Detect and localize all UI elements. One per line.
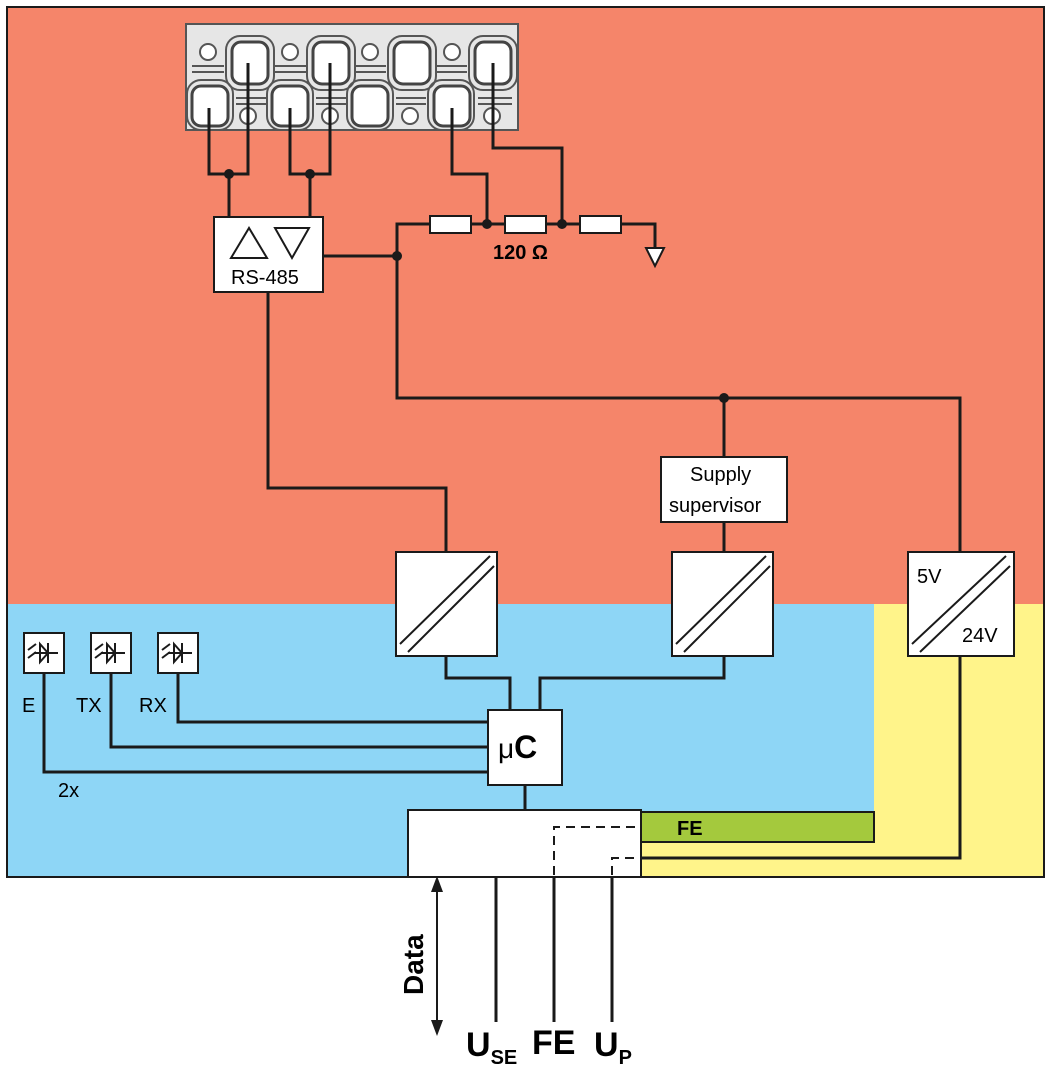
junction-dots: [224, 169, 729, 403]
rs485-label: RS-485: [231, 267, 299, 289]
microcontroller: μC: [487, 709, 563, 786]
isolator-2: [671, 551, 774, 657]
led-rx-wire: [176, 673, 488, 724]
red-zone: [7, 7, 1044, 604]
converter-in-label: 5V: [917, 566, 942, 588]
led-tx: [90, 632, 132, 674]
led-rx-label: RX: [139, 695, 167, 717]
fe-bar: [639, 811, 875, 843]
up-sub: P: [619, 1047, 632, 1069]
use-label: USE: [466, 1026, 517, 1069]
fe-label: FE: [532, 1024, 575, 1062]
supervisor-line1: Supply: [690, 464, 751, 486]
isolator-1: [395, 551, 498, 657]
supply-supervisor: Supply supervisor: [660, 456, 788, 523]
arrow-up-icon: [431, 876, 443, 892]
led-e-wire: [42, 673, 488, 774]
led-count-note: 2x: [58, 780, 79, 802]
micro-label: μC: [498, 729, 537, 765]
micro-c: C: [514, 729, 537, 765]
ground-icon: [644, 247, 666, 269]
led-e-label: E: [22, 695, 35, 717]
converter-out-label: 24V: [962, 625, 998, 647]
use-sub: SE: [491, 1047, 518, 1069]
dc-dc-converter: 5V 24V: [907, 551, 1015, 657]
led-e: [23, 632, 65, 674]
external-lines: [431, 876, 614, 1036]
terminal-connector: [185, 23, 519, 131]
up-main: U: [594, 1026, 619, 1064]
led-tx-label: TX: [76, 695, 102, 717]
supervisor-line2: supervisor: [669, 495, 762, 517]
up-label: UP: [594, 1026, 632, 1069]
use-main: U: [466, 1026, 491, 1064]
data-label: Data: [398, 934, 429, 995]
bus-wires: [207, 63, 962, 860]
led-rx: [157, 632, 199, 674]
termination-label: 120 Ω: [493, 242, 548, 264]
rs485-transceiver: RS-485: [213, 216, 324, 293]
fe-bar-label: FE: [677, 818, 703, 840]
termination-resistors: [429, 215, 622, 234]
micro-mu: μ: [498, 733, 514, 764]
led-tx-wire: [109, 673, 488, 749]
bus-connector: [407, 809, 642, 905]
arrow-down-icon: [431, 1020, 443, 1036]
